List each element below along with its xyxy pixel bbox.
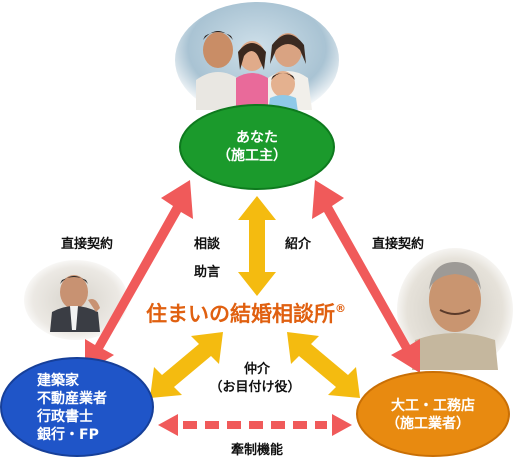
node-professionals-line2: 不動産業者 <box>37 390 107 407</box>
node-professionals-line4: 銀行・FP <box>37 426 99 443</box>
direct-contract-arrow-right <box>312 180 420 373</box>
businessman-photo <box>24 260 128 340</box>
craftsman-photo <box>397 248 513 372</box>
mediation-arrow-left <box>150 332 223 398</box>
label-advice: 助言 <box>194 264 220 280</box>
direct-contract-arrow-left <box>85 180 193 373</box>
label-introduction: 紹介 <box>285 236 312 252</box>
center-title-text: 住まいの結婚相談所 <box>146 302 335 326</box>
center-title: 住まいの結婚相談所® <box>146 302 346 326</box>
family-photo <box>175 2 339 118</box>
node-professionals-line3: 行政書士 <box>36 408 93 425</box>
label-consultation: 相談 <box>194 236 221 252</box>
mediation-arrow-right <box>287 332 360 398</box>
consult-introduce-arrow <box>238 196 276 296</box>
node-you: あなた （施工主） <box>179 104 335 190</box>
node-you-line1: あなた <box>236 130 278 146</box>
node-you-line2: （施工主） <box>217 147 287 164</box>
label-go-between: （お目付け役） <box>209 379 300 395</box>
label-direct-contract-right: 直接契約 <box>372 236 424 252</box>
registered-mark: ® <box>335 302 346 315</box>
node-professionals: 建築家 不動産業者 行政書士 銀行・FP <box>0 357 154 457</box>
node-builders-line1: 大工・工務店 <box>391 397 475 414</box>
node-professionals-line1: 建築家 <box>37 372 80 389</box>
node-builders: 大工・工務店 （施工業者） <box>356 371 510 457</box>
label-check-function: 牽制機能 <box>231 442 283 458</box>
label-mediation: 仲介 <box>244 361 271 377</box>
label-direct-contract-left: 直接契約 <box>61 236 113 252</box>
check-function-arrow <box>158 414 352 436</box>
node-builders-line2: （施工業者） <box>386 415 470 432</box>
